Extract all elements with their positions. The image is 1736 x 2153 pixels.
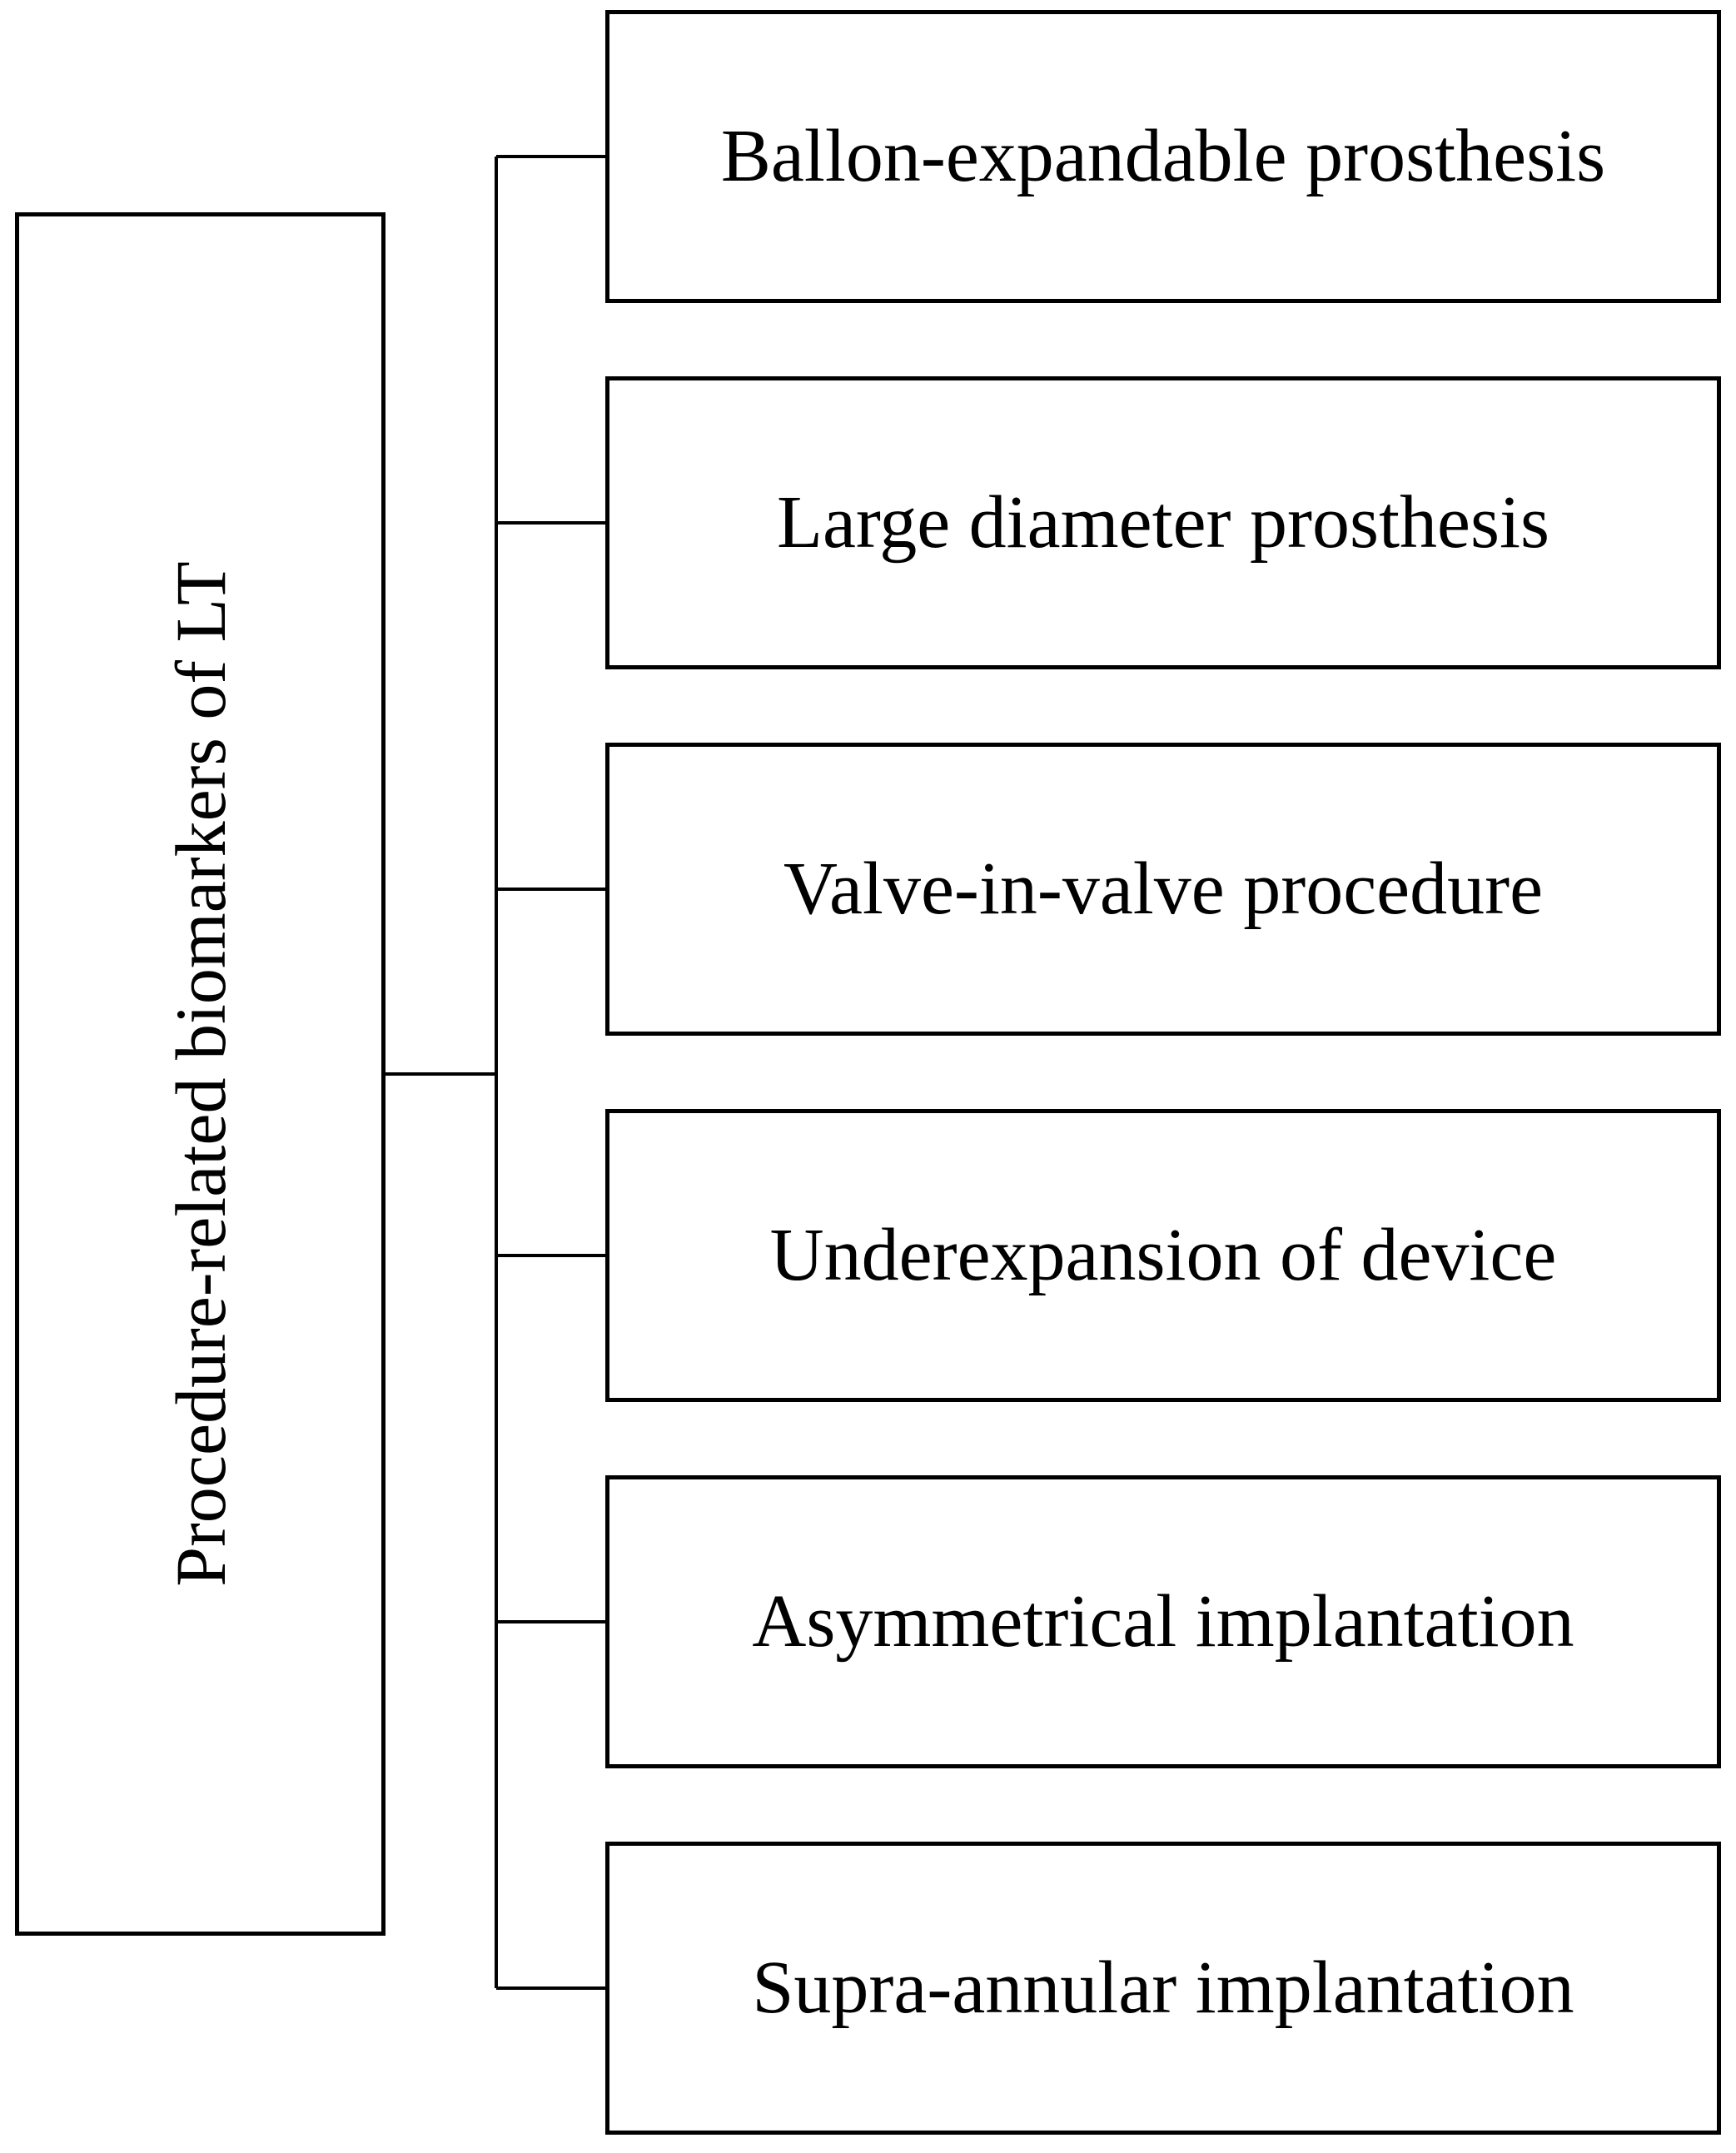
item-node-label: Ballon-expandable prosthesis: [720, 115, 1606, 197]
item-node-large-diameter: Large diameter prosthesis: [605, 376, 1721, 669]
item-node-label: Large diameter prosthesis: [776, 481, 1550, 564]
item-node-supra-annular: Supra-annular implantation: [605, 1842, 1721, 2135]
item-node-valve-in-valve: Valve-in-valve procedure: [605, 743, 1721, 1036]
item-node-label: Underexpansion of device: [769, 1214, 1557, 1296]
item-node-asymmetrical: Asymmetrical implantation: [605, 1475, 1721, 1768]
item-node-underexpansion: Underexpansion of device: [605, 1109, 1721, 1402]
item-node-label: Valve-in-valve procedure: [783, 848, 1544, 930]
item-node-ballon-expandable: Ballon-expandable prosthesis: [605, 10, 1721, 303]
item-node-label: Supra-annular implantation: [752, 1947, 1574, 2029]
item-node-label: Asymmetrical implantation: [752, 1580, 1574, 1663]
root-node: Procedure-related biomarkers of LT: [15, 212, 386, 1936]
root-node-label: Procedure-related biomarkers of LT: [160, 561, 241, 1587]
